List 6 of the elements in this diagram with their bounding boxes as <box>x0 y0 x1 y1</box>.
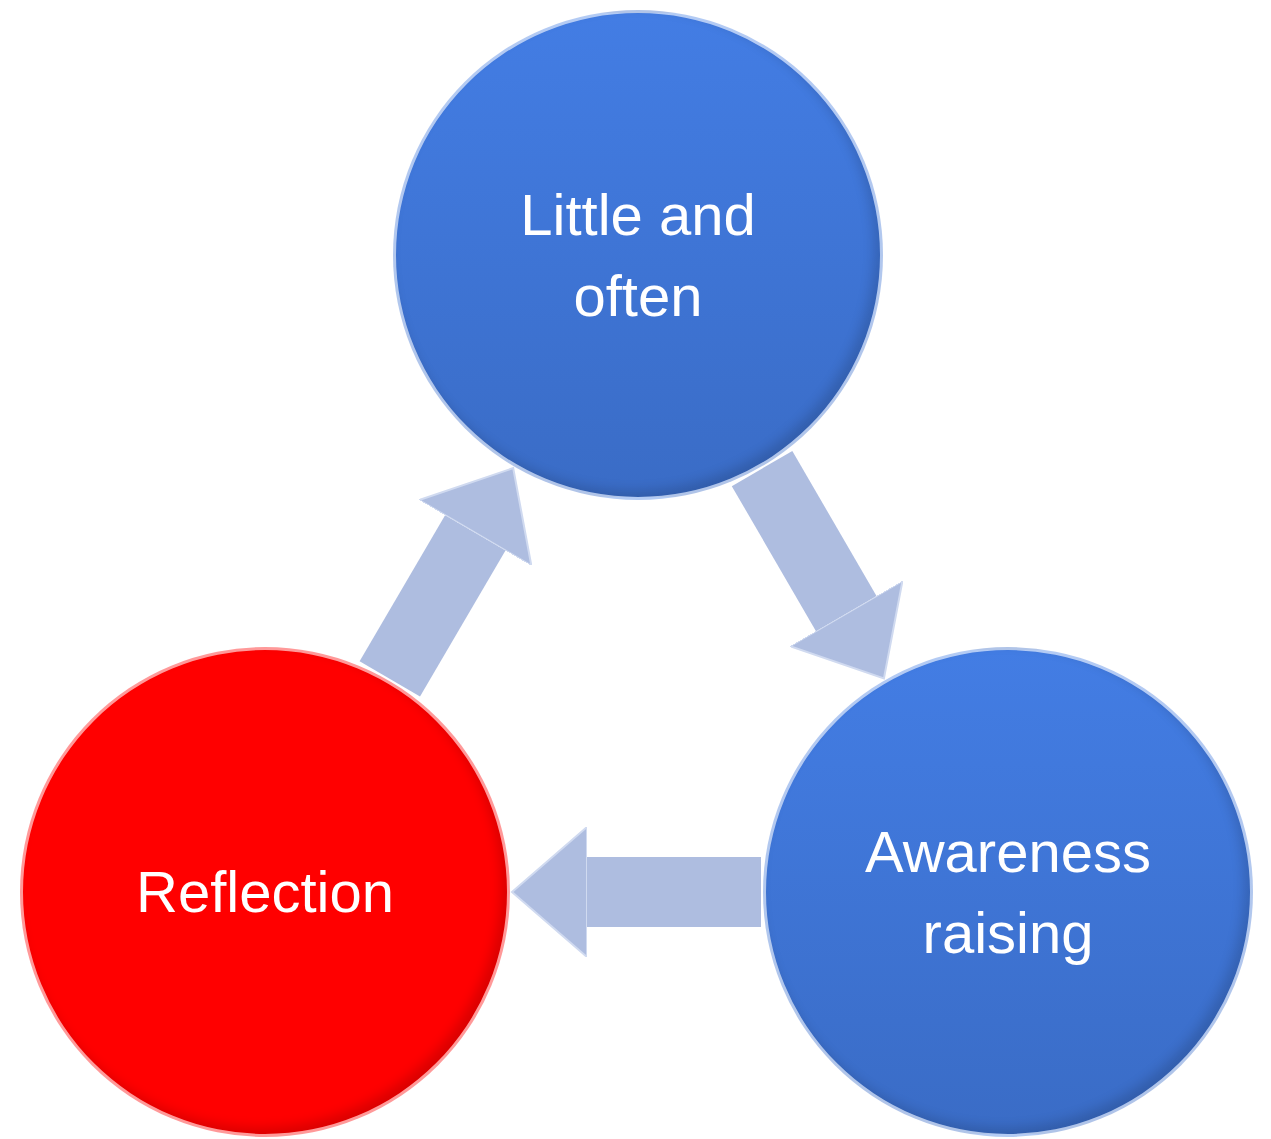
block-arrow <box>511 826 761 958</box>
node-label: Reflection <box>136 858 394 927</box>
block-arrow <box>731 451 904 680</box>
node-label: Little and often <box>519 180 757 330</box>
node-label: Awareness raising <box>864 817 1152 967</box>
block-arrow <box>359 467 533 697</box>
